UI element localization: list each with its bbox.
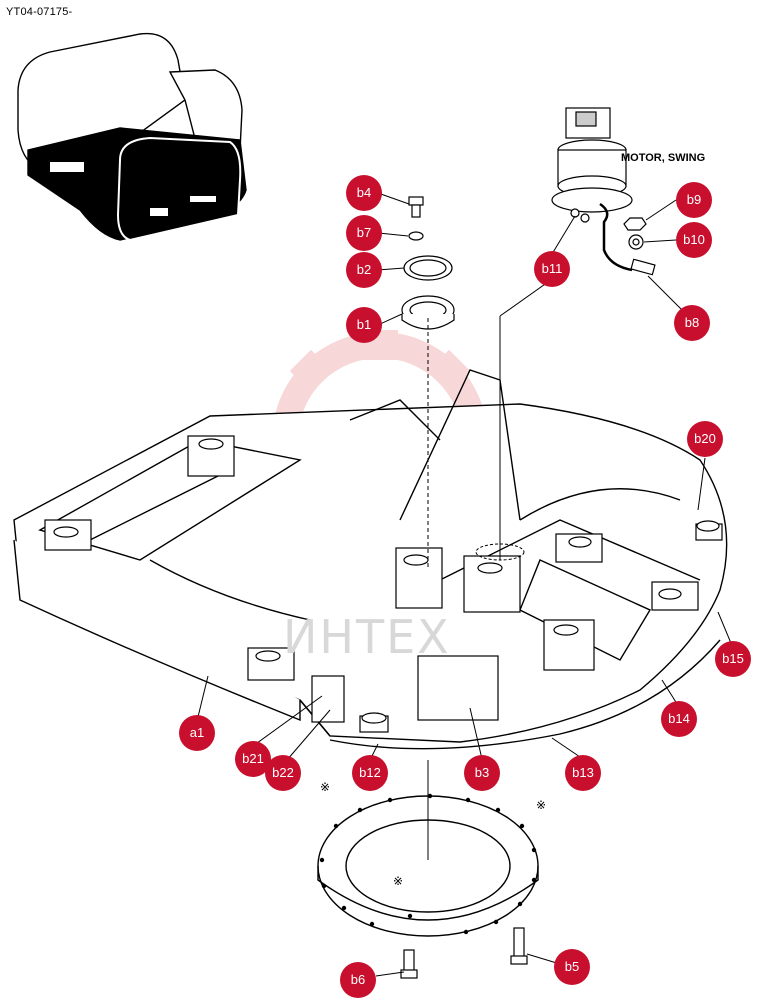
callout-b4[interactable]: b4 bbox=[346, 175, 382, 211]
bolt-b4-drawing bbox=[408, 196, 424, 218]
callout-b5[interactable]: b5 bbox=[554, 949, 590, 985]
washer-b7-drawing bbox=[408, 231, 424, 241]
swing-motor-hardware bbox=[623, 217, 656, 276]
callout-b11[interactable]: b11 bbox=[534, 251, 570, 287]
callout-b1[interactable]: b1 bbox=[346, 307, 382, 343]
watermark-text: ИНТЕХ bbox=[283, 610, 451, 664]
bolt-b5-drawing bbox=[510, 927, 528, 965]
slewing-bearing-drawing bbox=[317, 793, 539, 937]
callout-b20[interactable]: b20 bbox=[687, 421, 723, 457]
callout-b12[interactable]: b12 bbox=[352, 755, 388, 791]
callout-b10[interactable]: b10 bbox=[676, 222, 712, 258]
reference-mark: ※ bbox=[536, 798, 547, 812]
leader-lines bbox=[196, 192, 734, 977]
motor-swing-label: MOTOR, SWING bbox=[621, 152, 706, 164]
reference-mark: ※ bbox=[393, 874, 404, 888]
callout-b21[interactable]: b21 bbox=[235, 741, 271, 777]
callout-b22[interactable]: b22 bbox=[265, 755, 301, 791]
swing-motor-drawing bbox=[551, 107, 633, 272]
cab-thumbnail bbox=[17, 32, 247, 242]
bolt-b6-drawing bbox=[400, 949, 418, 979]
callout-b7[interactable]: b7 bbox=[346, 215, 382, 251]
callout-b3[interactable]: b3 bbox=[464, 755, 500, 791]
callout-b13[interactable]: b13 bbox=[565, 755, 601, 791]
frame-bosses bbox=[44, 435, 723, 733]
callout-a1[interactable]: a1 bbox=[179, 715, 215, 751]
seal-b1-drawing bbox=[401, 295, 455, 330]
drawing-code: YT04-07175- bbox=[6, 6, 73, 18]
callout-b15[interactable]: b15 bbox=[715, 641, 751, 677]
ring-b2-drawing bbox=[403, 255, 453, 281]
callout-b2[interactable]: b2 bbox=[346, 252, 382, 288]
callout-b9[interactable]: b9 bbox=[676, 182, 712, 218]
assembly-axis-lines bbox=[427, 269, 566, 860]
callout-b14[interactable]: b14 bbox=[661, 701, 697, 737]
reference-mark: ※ bbox=[320, 780, 331, 794]
callout-b8[interactable]: b8 bbox=[674, 305, 710, 341]
upper-frame-drawing bbox=[13, 369, 728, 750]
callout-b6[interactable]: b6 bbox=[340, 962, 376, 998]
